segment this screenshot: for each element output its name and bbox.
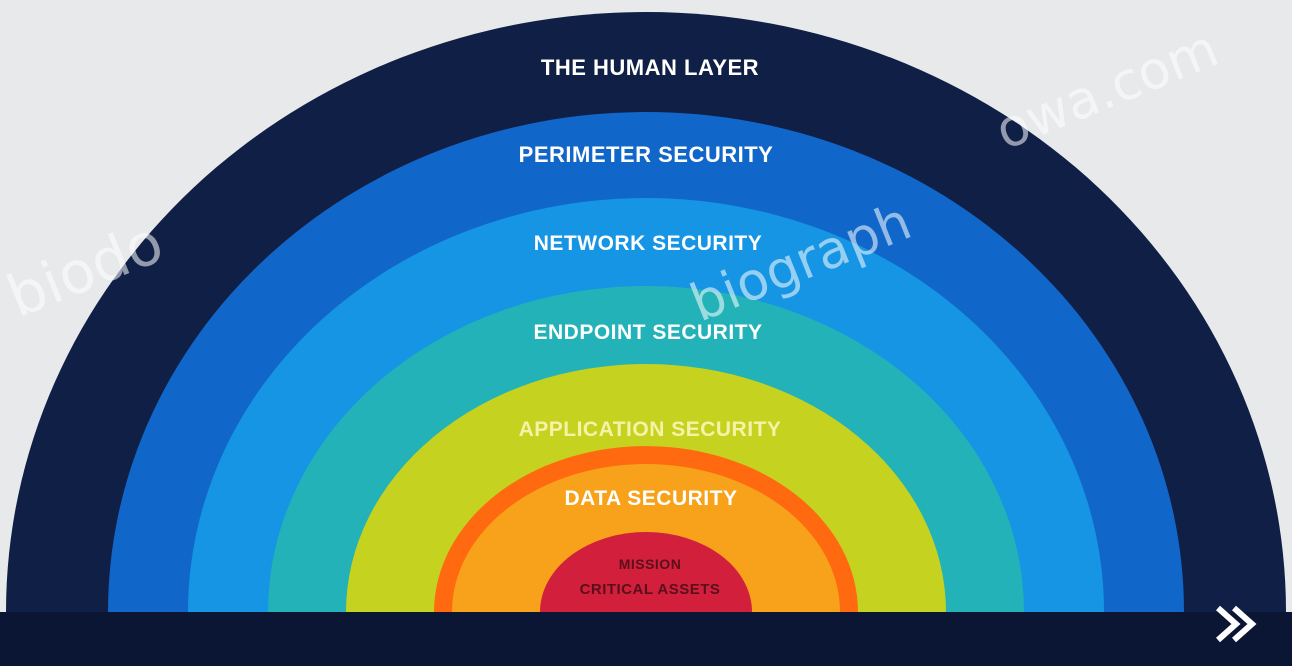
label-network-security: NETWORK SECURITY xyxy=(534,232,763,255)
label-application-security: APPLICATION SECURITY xyxy=(519,418,782,441)
label-perimeter-security: PERIMETER SECURITY xyxy=(519,142,774,167)
label-human-layer: THE HUMAN LAYER xyxy=(541,55,759,80)
base-bar xyxy=(0,612,1292,666)
watermark-right: owa.com xyxy=(987,19,1226,162)
label-data-security: DATA SECURITY xyxy=(565,487,738,510)
layer-labels: THE HUMAN LAYER PERIMETER SECURITY NETWO… xyxy=(519,55,782,598)
double-chevron-right-icon xyxy=(1216,605,1257,643)
label-endpoint-security: ENDPOINT SECURITY xyxy=(533,321,762,344)
label-critical-assets: CRITICAL ASSETS xyxy=(580,581,721,598)
label-mission: MISSION xyxy=(619,556,682,572)
human-layer-plate xyxy=(522,40,774,92)
layer-bands xyxy=(6,12,1286,612)
band-mission-critical xyxy=(540,532,752,612)
